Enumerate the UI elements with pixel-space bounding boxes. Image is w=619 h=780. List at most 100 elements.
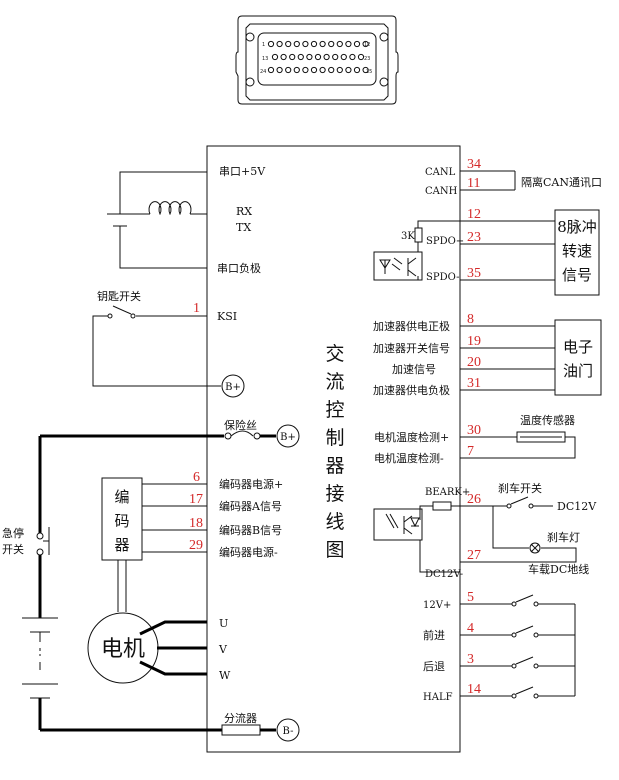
- throttle-pin-20: 20: [467, 355, 481, 370]
- connector-illustration: 1 12 13 23 24 35: [235, 15, 399, 105]
- can-pin-11: 11: [467, 176, 480, 191]
- fuse-label: 保险丝: [224, 418, 257, 432]
- encoder-row-power-minus: 编码器电源-: [219, 545, 278, 559]
- connector-hole: [267, 66, 275, 74]
- connector-hole: [306, 53, 313, 61]
- throttle-box-line2: 油门: [563, 362, 593, 380]
- input-label-reverse: 后退: [423, 660, 445, 673]
- controller-title: 交 流 控 制 器 接 线 图: [325, 343, 344, 561]
- dc12vm-label: DC12V-: [425, 569, 463, 580]
- connector-hole: [332, 53, 339, 61]
- phase-w-label: W: [219, 669, 231, 682]
- serial-gnd-label: 串口负极: [217, 261, 261, 275]
- fuse-icon: [230, 430, 254, 437]
- estop-label-line1: 急停: [2, 526, 24, 540]
- connector-hole: [271, 53, 279, 61]
- title-char-4: 制: [325, 427, 344, 449]
- speed-pin-23: 23: [467, 230, 481, 245]
- title-char-2: 流: [325, 371, 344, 393]
- input-switch-icon: [515, 625, 534, 634]
- phase-u-label: U: [219, 617, 228, 630]
- connector-hole: [345, 66, 352, 74]
- b-plus-fuse-label: B+: [280, 432, 296, 443]
- connector-hole: [302, 40, 309, 48]
- speed-box-line3: 信号: [562, 266, 592, 284]
- connector-hole: [328, 66, 335, 74]
- connector-hole: [345, 40, 352, 48]
- tx-label: TX: [236, 221, 251, 234]
- throttle-box-line1: 电子: [563, 338, 593, 356]
- input-switch-icon: [515, 656, 534, 665]
- serial-5v-label: 串口+5V: [219, 165, 266, 178]
- connector-hole: [362, 66, 369, 74]
- title-char-6: 接: [325, 483, 344, 505]
- resistor-icon: [414, 227, 423, 243]
- temp-row-minus: 电机温度检测-: [374, 451, 444, 465]
- connector-hole: [362, 40, 369, 48]
- can-section: CANL CANH 34 11 隔离CAN通讯口: [425, 157, 602, 197]
- temperature-section: 温度传感器 电机温度检测+ 电机温度检测- 30 7: [374, 413, 576, 465]
- inputs-section: 12V+ 前进 后退 HALF 5 4 3 14: [423, 590, 576, 703]
- b-plus-circle-ksi: [221, 374, 245, 398]
- key-switch-icon: [112, 305, 132, 315]
- connector-hole: [293, 66, 300, 74]
- connector-hole: [285, 66, 292, 74]
- bearkp-label: BEARK+: [425, 487, 470, 498]
- connector-hole: [302, 66, 309, 74]
- title-char-3: 控: [325, 399, 344, 421]
- ksi-label: KSI: [217, 310, 237, 323]
- shunt-icon: [221, 724, 261, 736]
- input-switch-icon: [515, 594, 534, 603]
- encoder-char-3: 器: [114, 536, 129, 554]
- temp-row-plus: 电机温度检测+: [374, 430, 449, 444]
- title-char-5: 器: [325, 455, 344, 477]
- motor-section: 电机 U V W: [87, 612, 231, 684]
- throttle-row-signal: 加速信号: [392, 363, 436, 376]
- dc12v-label: DC12V: [557, 500, 597, 513]
- input-label-forward: 前进: [423, 628, 445, 642]
- temp-pin-7: 7: [467, 444, 474, 459]
- connector-hole: [314, 53, 322, 61]
- title-char-8: 图: [325, 539, 344, 561]
- connector-pin-1: 1: [262, 42, 265, 48]
- encoder-char-1: 编: [114, 488, 129, 506]
- connector-hole: [285, 40, 292, 48]
- throttle-section: 加速器供电正极 加速器开关信号 加速信号 加速器供电负极 8 19 20 31 …: [373, 312, 602, 397]
- connector-pin-23: 23: [364, 56, 370, 62]
- encoder-box: [101, 477, 143, 561]
- shunt-label: 分流器: [224, 711, 257, 725]
- key-switch-label: 钥匙开关: [97, 289, 141, 303]
- canh-label: CANH: [425, 186, 458, 197]
- connector-hole: [340, 53, 347, 61]
- brake-lamp-label: 刹车灯: [547, 530, 580, 544]
- connector-hole: [319, 66, 326, 74]
- connector-hole: [357, 53, 365, 61]
- coil-icon: [148, 201, 192, 216]
- brake-switch-label: 刹车开关: [498, 481, 542, 495]
- input-pin-3: 3: [467, 652, 474, 667]
- encoder-pin-6: 6: [193, 470, 200, 485]
- throttle-pin-19: 19: [467, 334, 481, 349]
- input-label-12v: 12V+: [423, 600, 451, 611]
- resistor-label: 3K: [401, 231, 415, 242]
- throttle-row-switch: 加速器开关信号: [373, 341, 450, 355]
- throttle-row-power-minus: 加速器供电负极: [373, 383, 450, 397]
- optocoupler-brake-icon: [373, 508, 423, 541]
- connector-pin-35: 35: [366, 69, 372, 75]
- connector-hole: [289, 53, 296, 61]
- brake-pin-26: 26: [467, 492, 481, 507]
- throttle-pin-31: 31: [467, 376, 481, 391]
- connector-hole: [323, 53, 330, 61]
- speed-pin-35: 35: [467, 266, 481, 281]
- connector-hole: [319, 40, 326, 48]
- dc-ground-label: 车载DC地线: [528, 562, 589, 576]
- connector-hole: [328, 40, 335, 48]
- brake-lamp-icon: [529, 542, 541, 554]
- input-pin-14: 14: [467, 682, 481, 697]
- input-pin-4: 4: [467, 621, 474, 636]
- throttle-box: [554, 319, 602, 396]
- input-label-half: HALF: [423, 692, 453, 703]
- connector-hole: [280, 53, 287, 61]
- title-char-7: 线: [325, 511, 344, 533]
